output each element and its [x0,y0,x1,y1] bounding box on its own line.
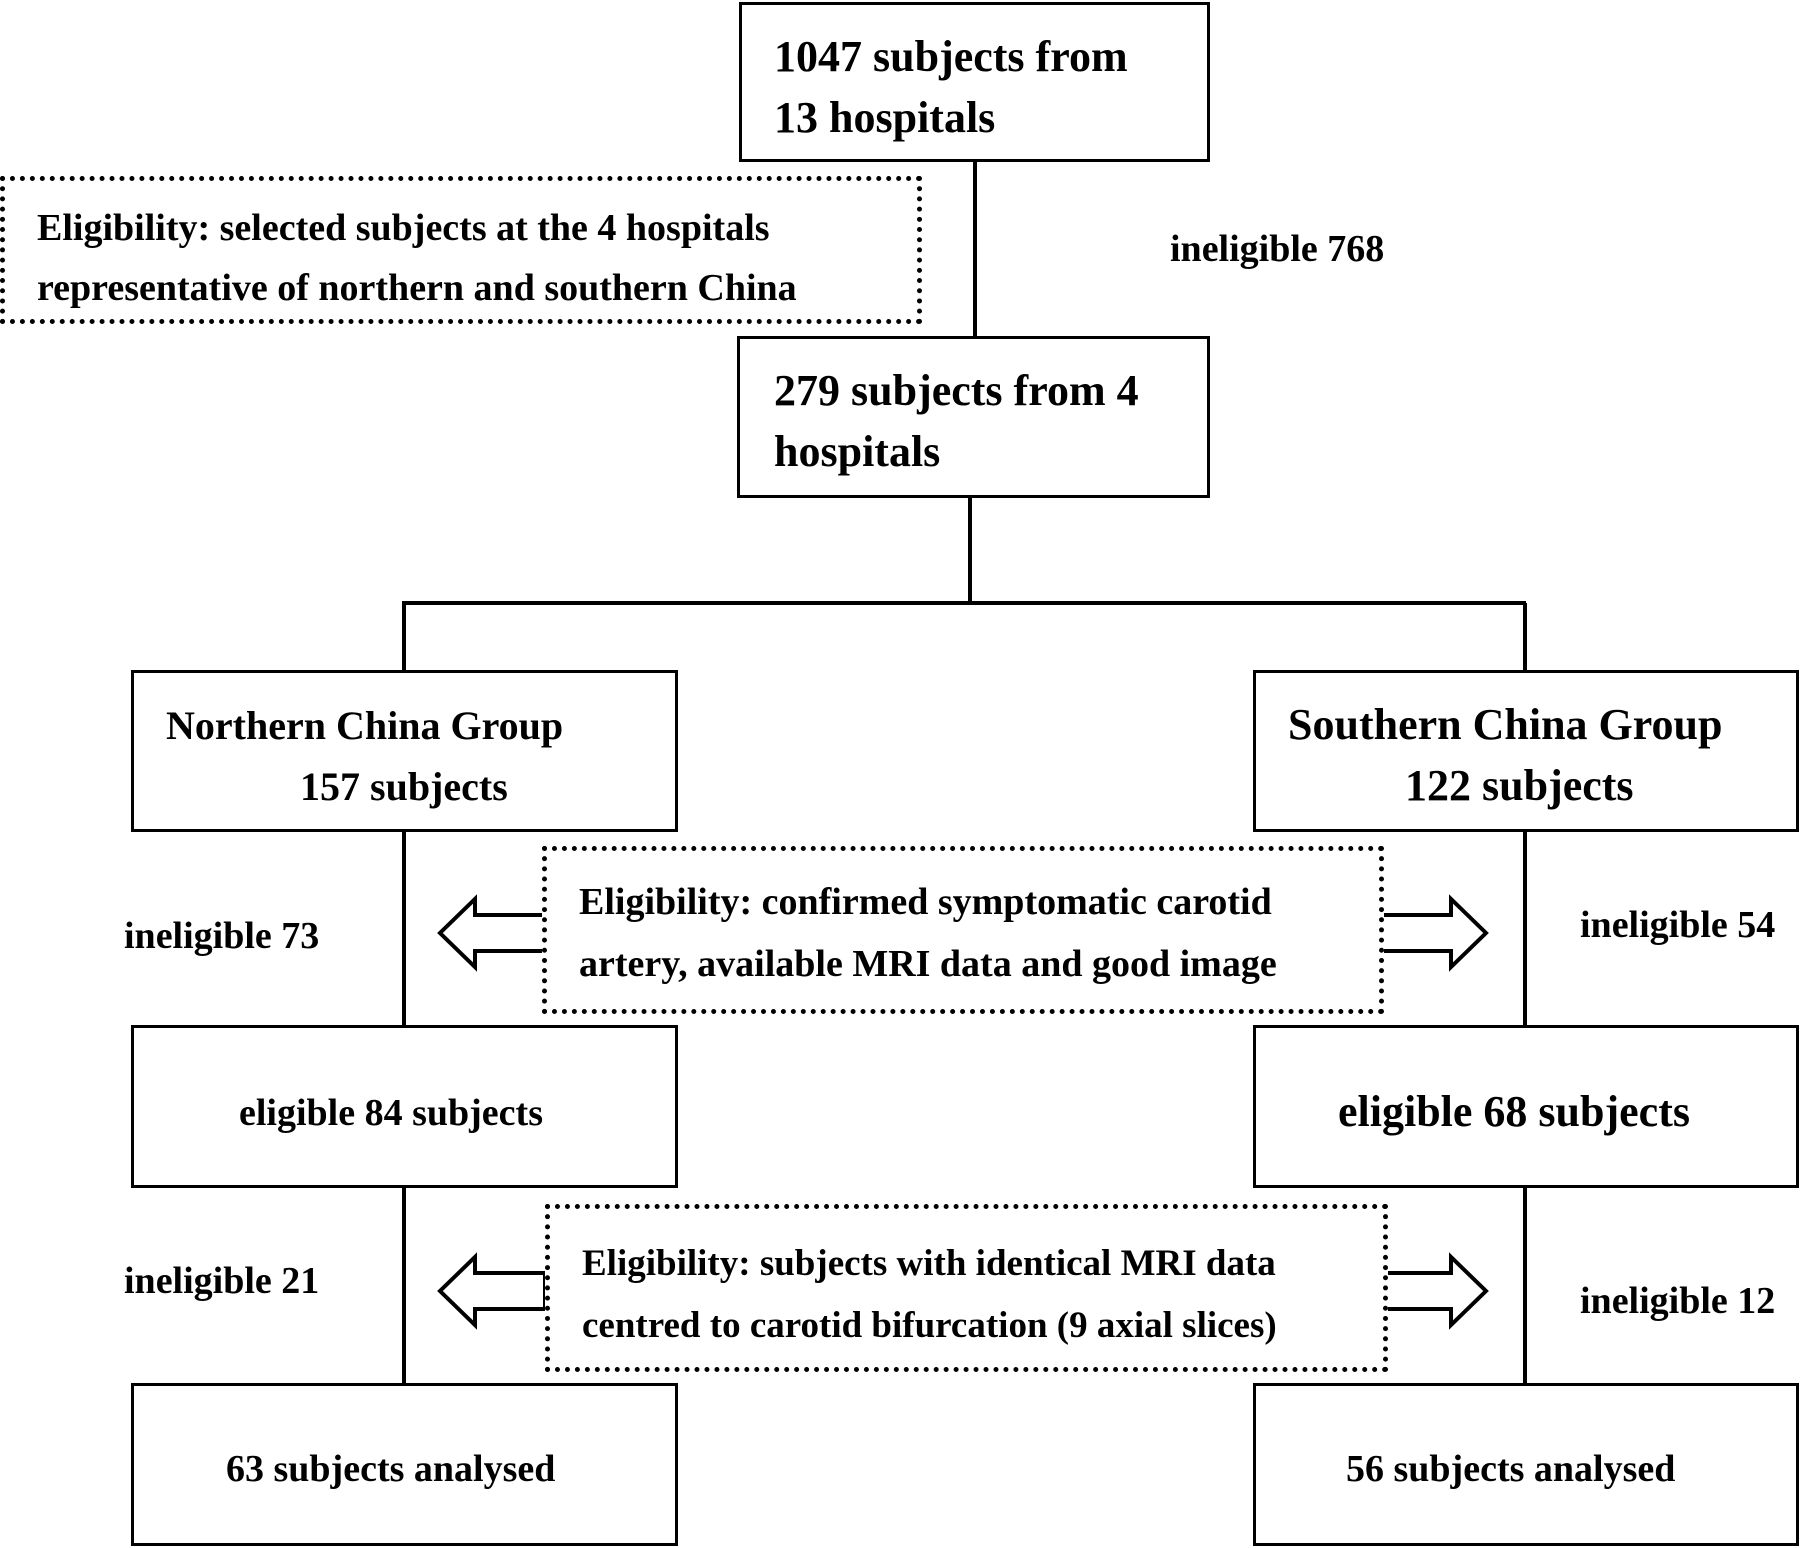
north-eligible-box: eligible 84 subjects [131,1025,678,1188]
arrow-left-icon [437,1252,547,1330]
north-analysed-label: 63 subjects analysed [226,1448,556,1490]
arrow-left-icon [437,894,547,972]
eligibility-criteria-mri: Eligibility: confirmed symptomatic carot… [542,846,1384,1014]
south-eligible-label: eligible 68 subjects [1338,1087,1690,1136]
selected-subjects-line2: hospitals [774,427,941,476]
total-subjects-box: 1047 subjects from 13 hospitals [739,2,1210,162]
southern-group-box: Southern China Group 122 subjects [1253,670,1799,832]
north-ineligible-1-label: ineligible 73 [124,915,320,957]
arrow-right-icon [1379,1252,1489,1330]
north-eligible-label: eligible 84 subjects [239,1092,543,1134]
north-analysed-box: 63 subjects analysed [131,1383,678,1546]
northern-group-count: 157 subjects [300,764,508,809]
ineligible-top-label: ineligible 768 [1170,228,1385,270]
selected-subjects-line1: 279 subjects from 4 [774,366,1139,415]
eligibility-bifurcation-line2: centred to carotid bifurcation (9 axial … [582,1305,1277,1346]
south-ineligible-2-label: ineligible 12 [1580,1280,1776,1322]
south-eligible-box: eligible 68 subjects [1253,1025,1799,1188]
south-analysed-label: 56 subjects analysed [1346,1448,1676,1490]
north-ineligible-2-label: ineligible 21 [124,1260,320,1302]
eligibility-criteria-bifurcation: Eligibility: subjects with identical MRI… [545,1204,1388,1372]
south-ineligible-1-label: ineligible 54 [1580,904,1776,946]
selected-subjects-box: 279 subjects from 4 hospitals [737,336,1210,498]
eligibility-hospitals-line1: Eligibility: selected subjects at the 4 … [37,207,770,249]
eligibility-mri-line2: artery, available MRI data and good imag… [579,943,1277,985]
eligibility-criteria-hospitals: Eligibility: selected subjects at the 4 … [0,176,922,324]
southern-group-count: 122 subjects [1405,761,1634,810]
northern-group-title: Northern China Group [166,703,564,748]
arrow-right-icon [1379,894,1489,972]
total-subjects-line1: 1047 subjects from [774,32,1128,81]
eligibility-bifurcation-line1: Eligibility: subjects with identical MRI… [582,1243,1276,1284]
southern-group-title: Southern China Group [1288,700,1723,749]
eligibility-hospitals-line2: representative of northern and southern … [37,267,797,309]
northern-group-box: Northern China Group 157 subjects [131,670,678,832]
south-analysed-box: 56 subjects analysed [1253,1383,1799,1546]
eligibility-mri-line1: Eligibility: confirmed symptomatic carot… [579,881,1272,923]
total-subjects-line2: 13 hospitals [774,93,996,142]
